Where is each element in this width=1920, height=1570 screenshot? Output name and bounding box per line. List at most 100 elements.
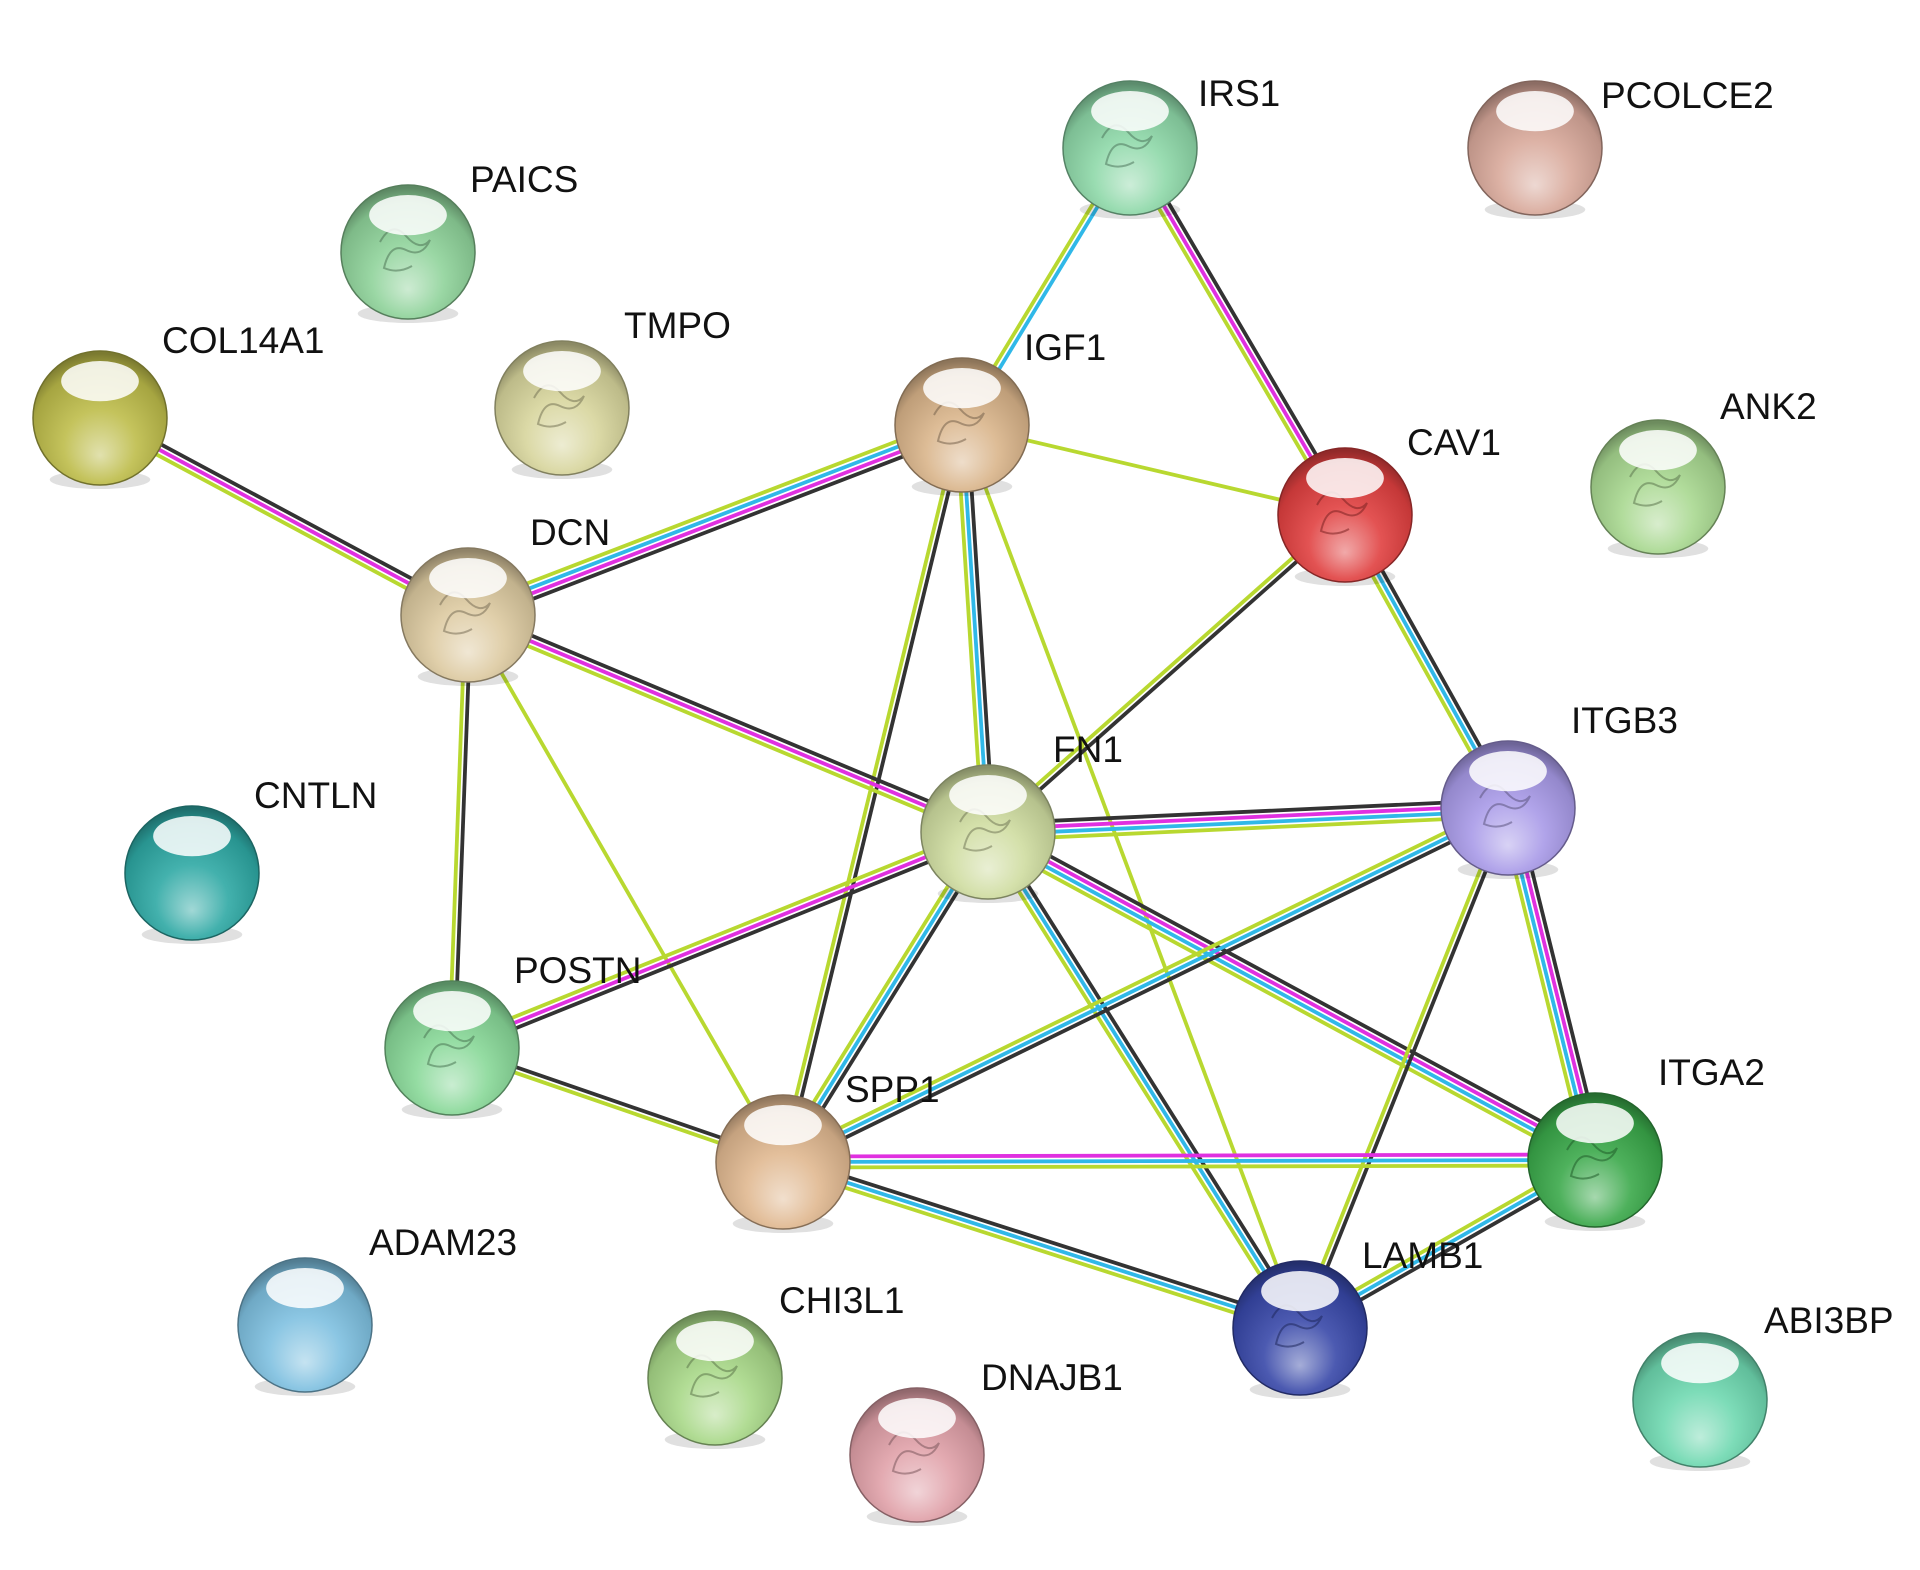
node-label-adam23: ADAM23 [369, 1222, 517, 1263]
node-spp1[interactable] [715, 1094, 851, 1234]
node-layer [32, 80, 1768, 1527]
edge-strand-cyan [960, 424, 990, 833]
edge-strand-black [469, 608, 991, 829]
node-ank2[interactable] [1590, 419, 1726, 559]
node-label-tmpo: TMPO [624, 305, 731, 346]
edge-DCN-POSTN [447, 614, 473, 1049]
edge-FN1-ITGA2 [983, 823, 1600, 1169]
edge-strand-cyan [988, 808, 1509, 837]
edge-strand-magenta [467, 613, 989, 834]
edge-strand-yellow [465, 618, 987, 839]
node-dcn[interactable] [400, 547, 536, 687]
node-highlight [61, 361, 139, 402]
node-label-dcn: DCN [530, 512, 610, 553]
edge-strand-yellow [778, 423, 962, 1162]
node-highlight [1091, 91, 1169, 132]
edge-strand-yellow [779, 801, 1507, 1159]
node-cntln[interactable] [124, 805, 260, 945]
node-highlight [676, 1321, 754, 1362]
node-label-paics: PAICS [470, 159, 578, 200]
node-chi3l1[interactable] [647, 1310, 783, 1450]
edge-strand-cyan [986, 830, 1302, 1330]
edge-strand-black [453, 835, 991, 1055]
node-highlight [369, 195, 447, 236]
node-label-col14a1: COL14A1 [162, 320, 325, 361]
node-label-cntln: CNTLN [254, 775, 377, 816]
node-highlight [949, 775, 1027, 816]
node-itgb3[interactable] [1440, 740, 1576, 880]
edge-strand-magenta [988, 827, 1598, 1160]
edge-COL14A1-DCN [96, 411, 472, 622]
node-lamb1[interactable] [1232, 1260, 1368, 1400]
edge-IGF1-DCN [464, 415, 966, 625]
edge-strand-yellow [1123, 149, 1342, 519]
edge-strand-yellow [780, 1165, 1299, 1336]
node-highlight [1661, 1343, 1739, 1384]
node-label-lamb1: LAMB1 [1362, 1235, 1483, 1276]
edge-strand-black [470, 430, 966, 625]
node-label-spp1: SPP1 [845, 1069, 940, 1110]
node-col14a1[interactable] [32, 350, 168, 490]
node-highlight [1261, 1271, 1339, 1312]
node-itga2[interactable] [1527, 1092, 1663, 1232]
node-highlight [1619, 430, 1697, 471]
edge-strand-yellow [447, 614, 468, 1048]
node-pcolce2[interactable] [1467, 80, 1603, 220]
node-label-cav1: CAV1 [1407, 422, 1501, 463]
node-highlight [1556, 1103, 1634, 1144]
edge-strand-magenta [468, 425, 964, 620]
edge-strand-yellow [1295, 806, 1508, 1328]
edge-strand-black [784, 1154, 1303, 1325]
edge-CAV1-FN1 [984, 511, 1349, 836]
edge-strand-yellow [954, 425, 985, 833]
node-cav1[interactable] [1277, 447, 1413, 587]
node-dnajb1[interactable] [849, 1387, 985, 1527]
node-highlight [266, 1268, 344, 1309]
edge-strand-yellow [981, 833, 1297, 1332]
node-fn1[interactable] [920, 764, 1056, 904]
edge-strand-magenta [782, 1152, 1595, 1159]
node-irs1[interactable] [1062, 80, 1198, 220]
node-label-irs1: IRS1 [1198, 73, 1280, 114]
node-adam23[interactable] [237, 1257, 373, 1397]
node-label-pcolce2: PCOLCE2 [1601, 75, 1774, 116]
edge-ITGB3-LAMB1 [1295, 806, 1513, 1330]
edge-strand-cyan [782, 1158, 1596, 1164]
edge-ITGB3-SPP1 [779, 801, 1512, 1169]
edge-strand-black [991, 828, 1307, 1327]
edge-strand-black [1300, 808, 1513, 1330]
edge-strand-yellow [984, 511, 1345, 832]
edge-strand-black [101, 411, 472, 612]
edge-strand-black [1133, 144, 1352, 514]
edge-strand-black [987, 797, 1508, 826]
node-igf1[interactable] [894, 357, 1030, 497]
node-postn[interactable] [384, 980, 520, 1120]
edge-SPP1-ITGA2 [782, 1152, 1596, 1170]
node-highlight [923, 368, 1001, 409]
edge-strand-yellow [783, 1163, 1596, 1170]
edge-strand-magenta [1128, 147, 1347, 516]
edge-strand-magenta [99, 416, 469, 617]
node-highlight [523, 351, 601, 392]
node-abi3bp[interactable] [1632, 1332, 1768, 1472]
node-label-itgb3: ITGB3 [1571, 700, 1678, 741]
node-highlight [744, 1105, 822, 1146]
edge-strand-cyan [466, 420, 962, 615]
edge-strand-yellow [983, 837, 1592, 1169]
edge-FN1-ITGB3 [987, 797, 1509, 843]
node-tmpo[interactable] [494, 340, 630, 480]
edge-strand-yellow [96, 421, 467, 622]
edge-IGF1-SPP1 [778, 423, 967, 1164]
edge-strand-yellow [464, 415, 960, 610]
node-highlight [1496, 91, 1574, 132]
edge-strand-yellow [449, 825, 987, 1045]
node-label-chi3l1: CHI3L1 [779, 1280, 904, 1321]
node-paics[interactable] [340, 184, 476, 324]
edge-strand-yellow [960, 424, 1302, 1329]
node-highlight [878, 1398, 956, 1439]
edge-strand-cyan [782, 1160, 1301, 1330]
node-highlight [1306, 458, 1384, 499]
node-label-ank2: ANK2 [1720, 386, 1817, 427]
